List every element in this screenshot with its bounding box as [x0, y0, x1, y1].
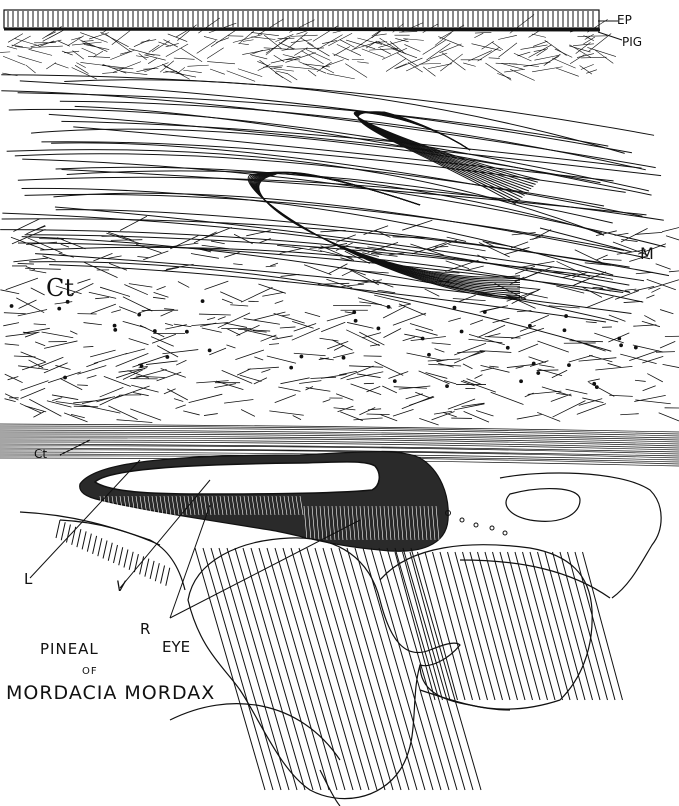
epidermis-layer	[4, 10, 600, 30]
label-pig: PIG	[622, 36, 642, 48]
label-v: V	[116, 580, 126, 594]
label-ct-large: Ct	[46, 276, 74, 300]
label-ct-small: Ct	[34, 448, 47, 460]
label-r: R	[140, 622, 150, 637]
caption-line-1: PINEAL	[40, 642, 99, 657]
label-ep: EP	[617, 14, 632, 26]
caption-line-2: OF	[82, 667, 98, 677]
caption-line-3: MORDACIA MORDAX	[6, 684, 215, 703]
label-l: L	[24, 572, 32, 587]
label-eye: EYE	[162, 640, 190, 655]
label-m: M	[640, 246, 654, 262]
pineal-eye-vesicle	[80, 452, 507, 552]
